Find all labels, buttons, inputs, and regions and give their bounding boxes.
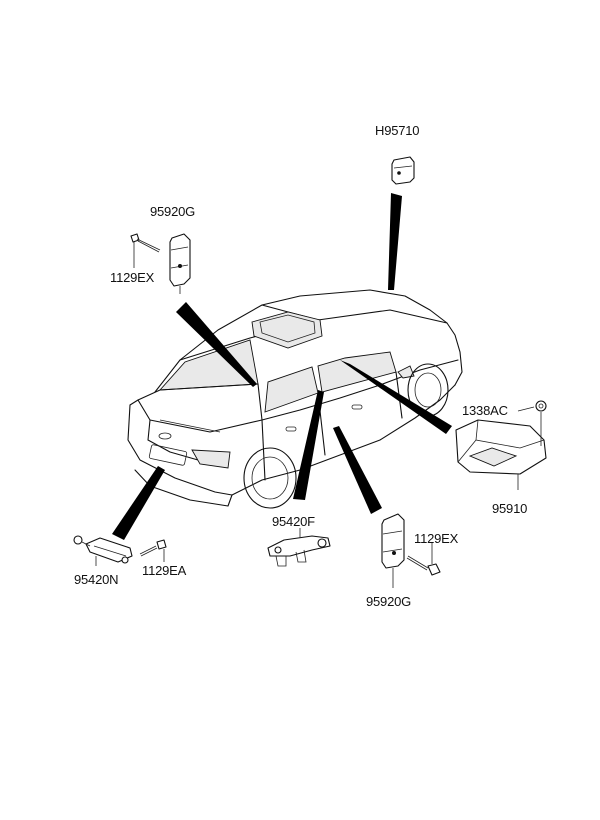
pointer-95920g-bottom [333, 426, 382, 514]
pointer-95920g-top [176, 302, 257, 387]
nut-1338ac-icon [517, 400, 547, 446]
label-95420n: 95420N [74, 572, 119, 587]
part-95920g-bottom-icon [381, 513, 405, 588]
bolt-1129ex-top-icon [130, 233, 161, 268]
part-h95710-icon [391, 156, 415, 185]
label-h95710: H95710 [375, 123, 420, 138]
part-95920g-top-icon [169, 233, 191, 294]
bolt-1129ea-icon [139, 539, 167, 562]
pointer-95420n [112, 466, 165, 540]
label-1129ex-top: 1129EX [110, 270, 155, 285]
label-1129ex-bottom: 1129EX [414, 531, 459, 546]
vehicle-illustration [127, 289, 463, 509]
part-95420n-icon [73, 535, 133, 566]
label-95420f: 95420F [272, 514, 315, 529]
part-95420f-icon [267, 528, 331, 567]
bolt-1129ex-bottom-icon [406, 543, 441, 576]
pointer-95910 [340, 360, 452, 434]
part-95910-icon [455, 419, 547, 490]
label-95920g-bottom: 95920G [366, 594, 412, 609]
label-1338ac: 1338AC [462, 403, 508, 418]
label-95920g-top: 95920G [150, 204, 196, 219]
label-95910: 95910 [492, 501, 528, 516]
pointer-95420f [293, 390, 324, 500]
label-1129ea: 1129EA [142, 563, 187, 578]
pointer-h95710 [388, 193, 402, 290]
